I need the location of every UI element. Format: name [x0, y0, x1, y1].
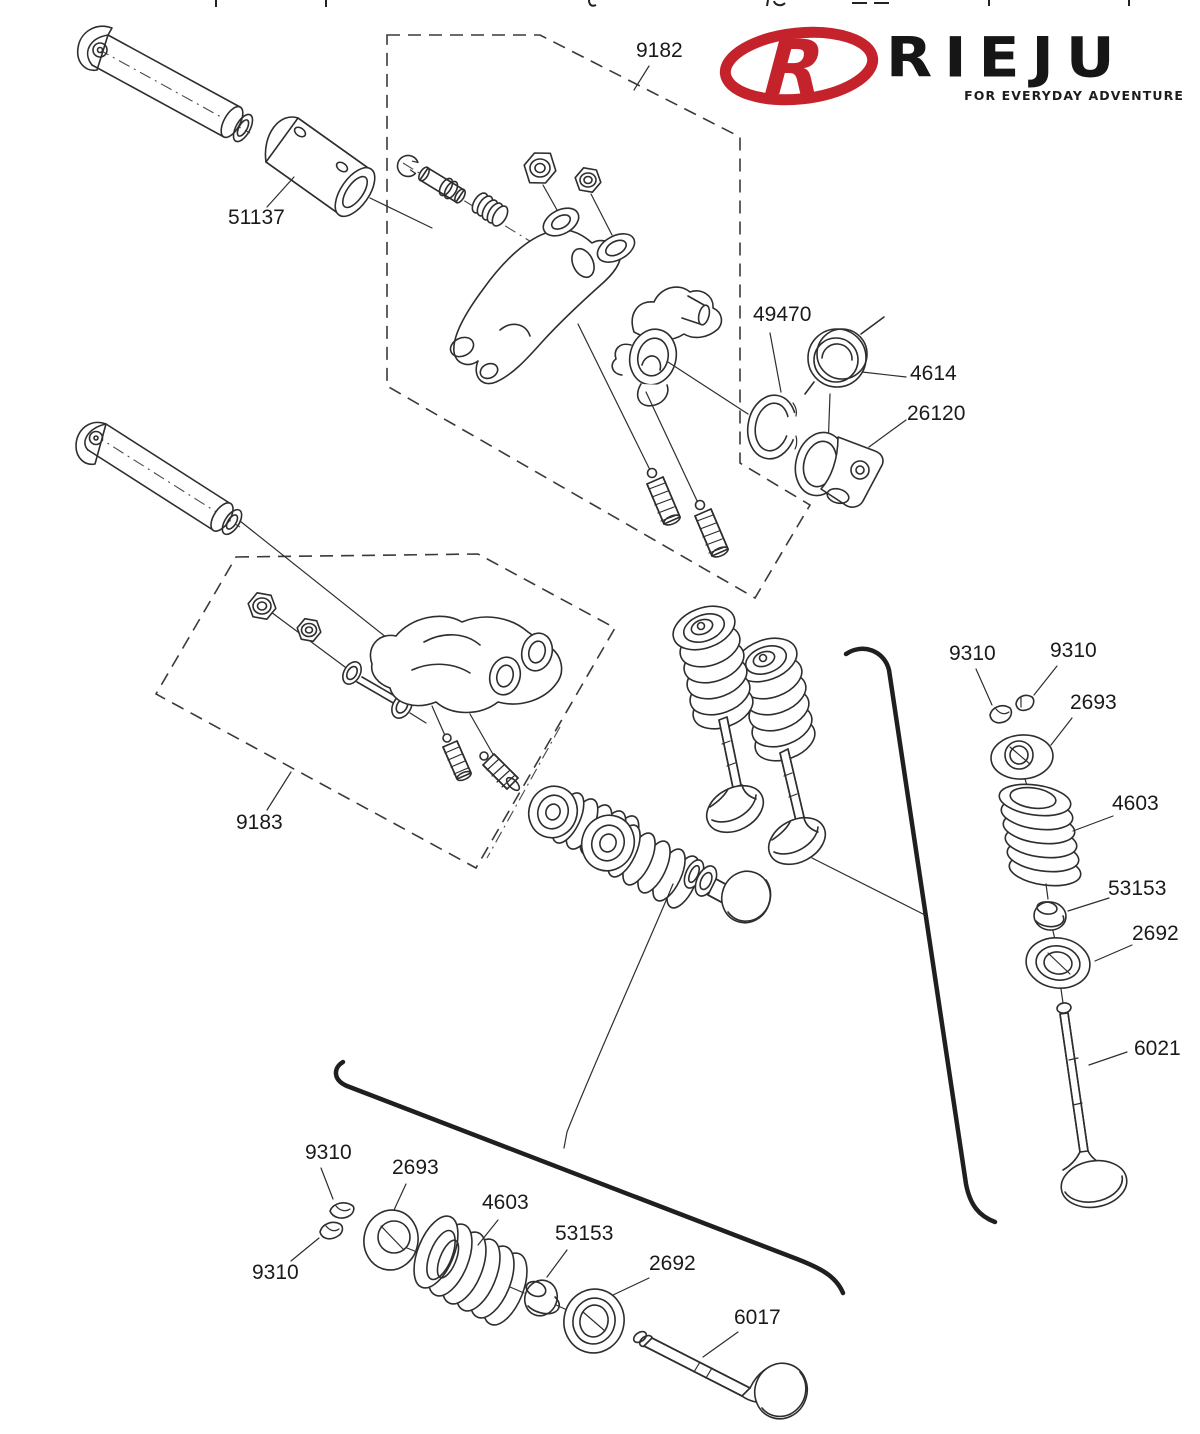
part-label-4614: 4614: [910, 362, 957, 385]
exploded-kit-bottom: [290, 1167, 650, 1354]
rieju-logo-emblem: R: [719, 23, 879, 112]
part-label-53153-r: 53153: [1108, 877, 1167, 900]
part-label-2692-r: 2692: [1132, 922, 1179, 945]
group-box-9182: [386, 34, 812, 600]
part-label-9183: 9183: [236, 811, 283, 834]
clipped-header-marks: [215, 0, 1130, 7]
part-label-49470: 49470: [753, 303, 812, 326]
divider-braces: [333, 646, 998, 1296]
part-label-9310-b2: 9310: [252, 1261, 299, 1284]
group-box-9183: [154, 553, 617, 870]
part-label-53153-b: 53153: [555, 1222, 614, 1245]
part-label-26120: 26120: [907, 402, 966, 425]
rocker-arm-2-drawing: [611, 286, 723, 407]
torsion-spring-4614-drawing: [804, 316, 907, 450]
adjuster-screws-9183: [431, 705, 521, 792]
sleeve-51137-drawing: [264, 116, 376, 218]
part-label-6021: 6021: [1134, 1037, 1181, 1060]
rieju-wordmark: RIEJU: [886, 26, 1127, 91]
rocker-assembly-9183-drawing: [369, 615, 563, 714]
retainer-26120-drawing: [794, 419, 907, 508]
part-label-2693-r: 2693: [1070, 691, 1117, 714]
part-label-2693-b: 2693: [392, 1156, 439, 1179]
exploded-kit-right: [975, 665, 1133, 1004]
valve-6021-drawing: [1056, 1002, 1128, 1209]
rocker-arm-1-drawing: [449, 207, 636, 385]
part-label-9310-r1: 9310: [949, 642, 996, 665]
adjuster-nuts-9182: [523, 152, 613, 236]
camshaft-bottom-drawing: [75, 421, 243, 536]
valve-6017-drawing: [632, 1330, 809, 1420]
part-label-6017: 6017: [734, 1306, 781, 1329]
rocker-shaft-parts-9182: [396, 154, 509, 227]
part-label-51137: 51137: [228, 206, 285, 229]
rieju-emblem-letter: R: [762, 23, 827, 112]
part-label-4603-r: 4603: [1112, 792, 1159, 815]
adjuster-screws-9182: [577, 323, 729, 558]
valve-spring-assembly-a: [672, 605, 765, 834]
camshaft-top-drawing: [76, 25, 254, 143]
valve-spring-assembly-d: [580, 814, 772, 924]
washer-49470-drawing: [667, 332, 809, 460]
part-label-9182: 9182: [636, 39, 683, 62]
part-label-9310-r2: 9310: [1050, 639, 1097, 662]
part-label-4603-b: 4603: [482, 1191, 529, 1214]
rieju-tagline: FOR EVERYDAY ADVENTURE: [964, 88, 1184, 103]
part-label-9310-b1: 9310: [305, 1141, 352, 1164]
part-label-2692-b: 2692: [649, 1252, 696, 1275]
